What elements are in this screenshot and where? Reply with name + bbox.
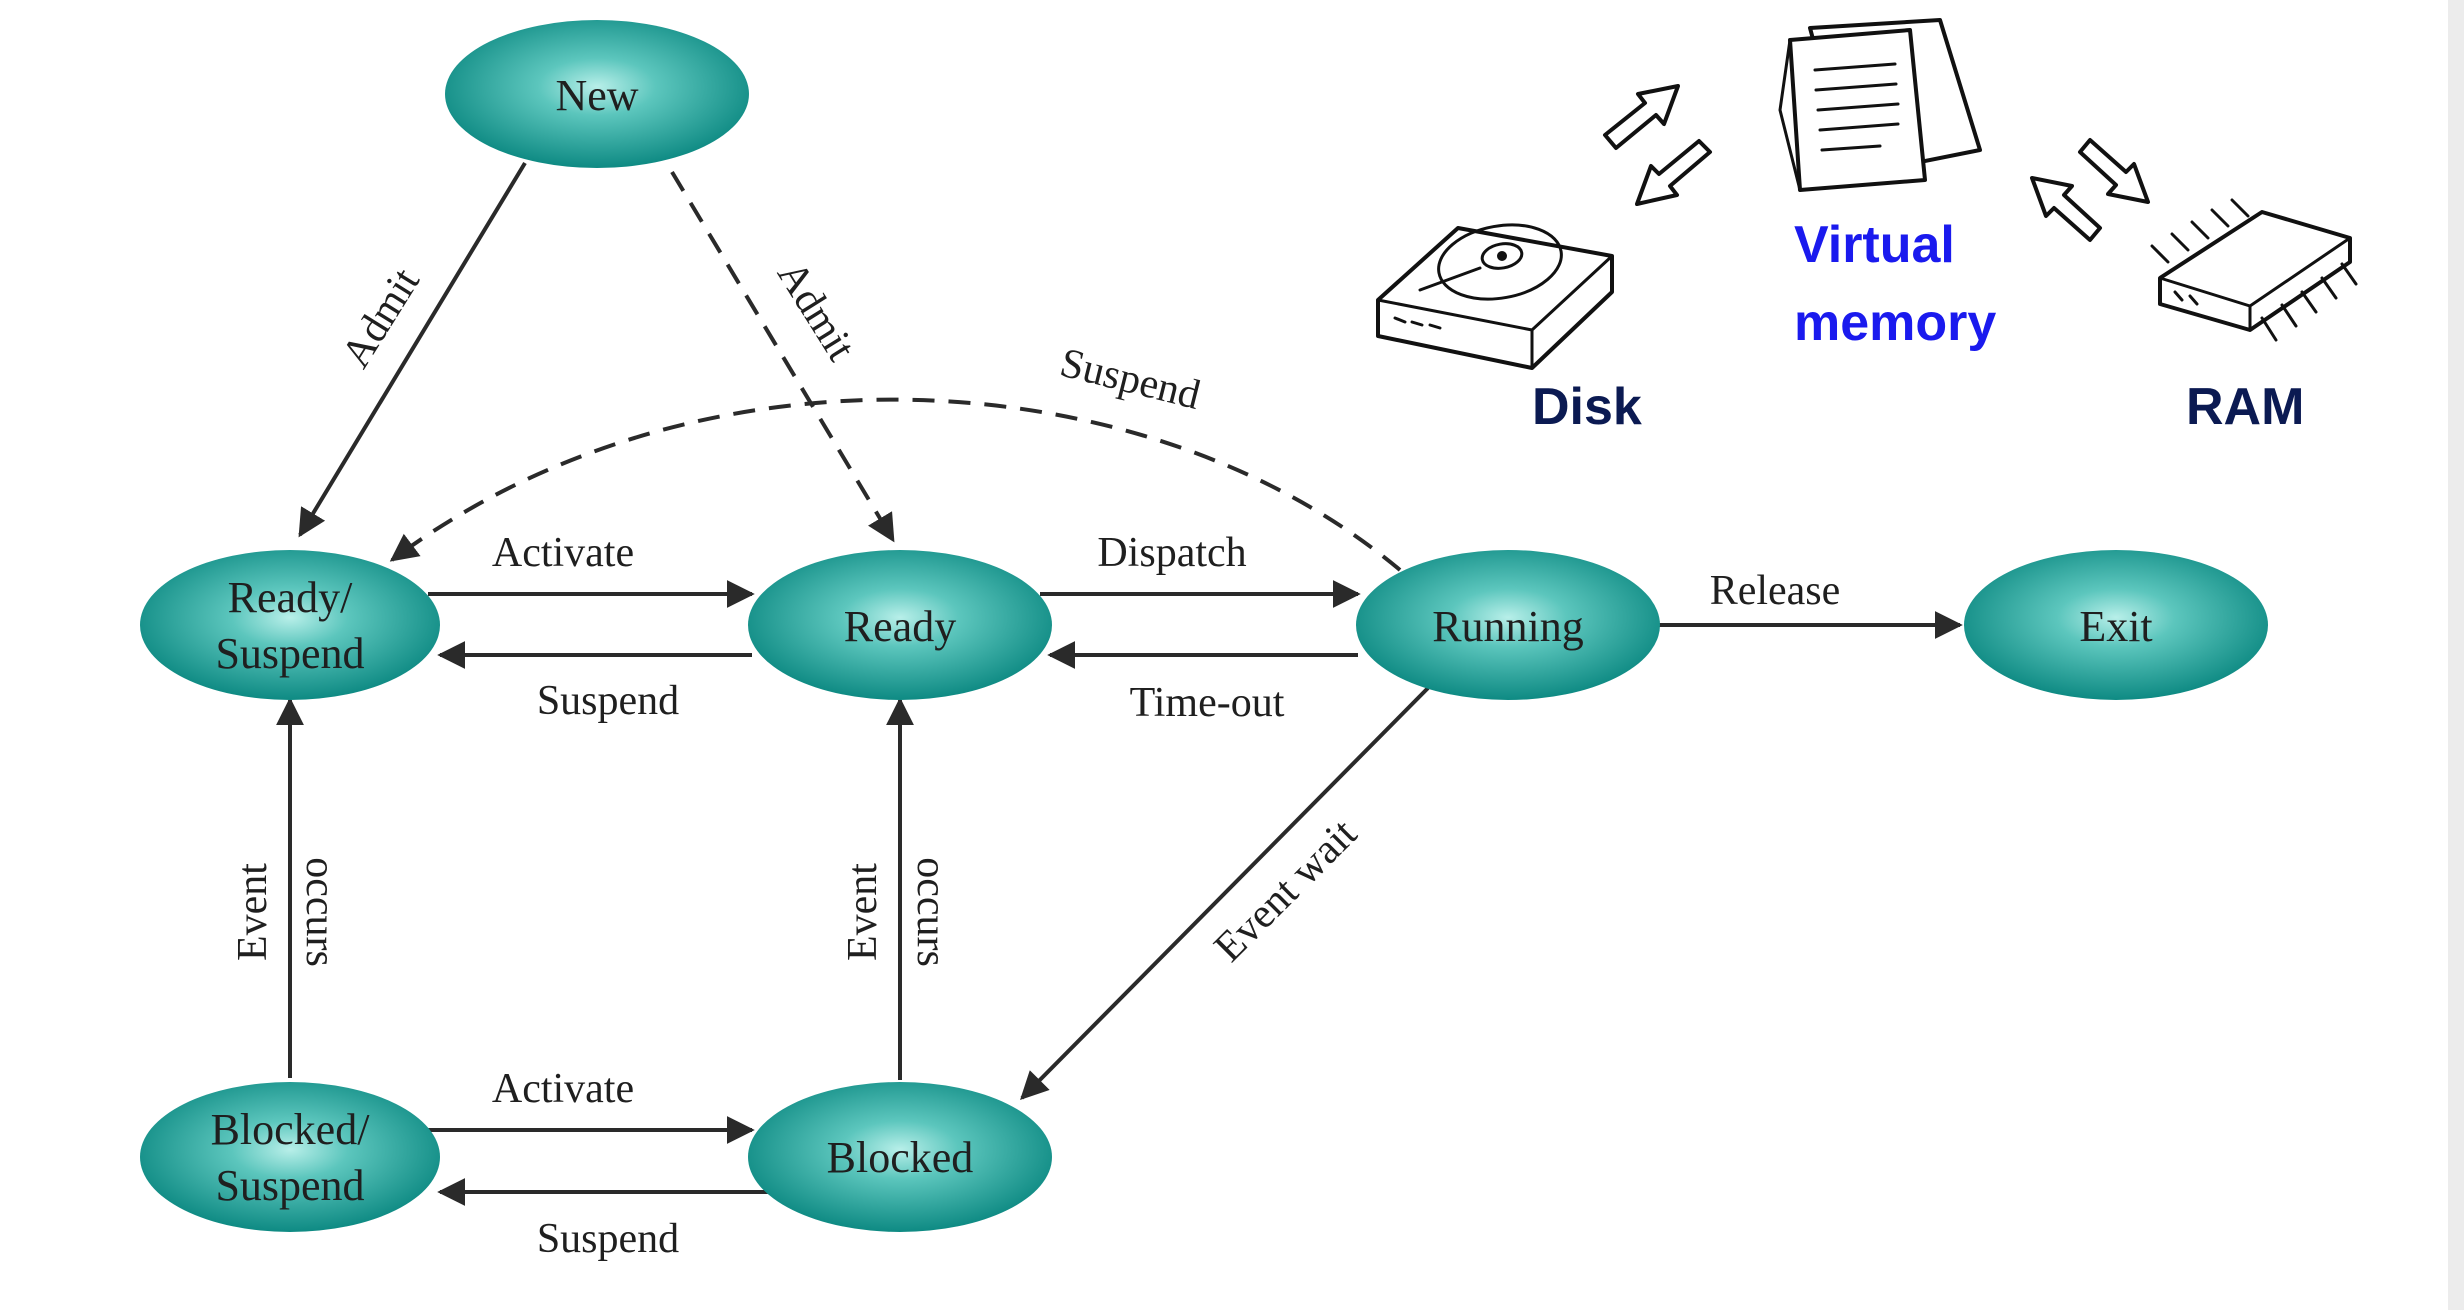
state-new-label: New [555, 71, 638, 120]
hard-disk-icon [1376, 223, 1614, 370]
disk-label: Disk [1532, 378, 1642, 436]
right-edge-bar [2448, 0, 2464, 1310]
state-ready-suspend-line2: Suspend [215, 629, 364, 678]
ram-label: RAM [2186, 378, 2304, 436]
label-event-mid: Event [840, 863, 886, 961]
arrow-event-wait [1020, 686, 1430, 1100]
label-timeout: Time-out [1130, 680, 1285, 726]
state-blocked-suspend-line1: Blocked/ [211, 1105, 371, 1154]
label-suspend-top: Suspend [537, 678, 679, 724]
disk-vm-arrows-icon [1603, 84, 1712, 206]
label-dispatch: Dispatch [1097, 530, 1246, 576]
label-admit-left: Admit [333, 260, 429, 376]
label-occurs-mid: occurs [908, 857, 954, 967]
ram-chip-icon [2150, 198, 2358, 342]
label-release: Release [1710, 568, 1841, 614]
state-running-label: Running [1432, 602, 1584, 651]
state-running: Running [1356, 550, 1660, 700]
state-ready: Ready [748, 550, 1052, 700]
document-icon [1778, 18, 1982, 192]
label-occurs-left: occurs [297, 857, 343, 967]
transition-arrows [276, 161, 1963, 1206]
state-blocked: Blocked [748, 1082, 1052, 1232]
arrow-new-to-ready-suspend [298, 161, 527, 538]
label-suspend-running: Suspend [1056, 340, 1205, 419]
state-ready-suspend-line1: Ready/ [228, 573, 353, 622]
state-ready-label: Ready [844, 602, 956, 651]
label-activate-top: Activate [492, 530, 634, 576]
state-new: New [445, 20, 749, 168]
state-exit-label: Exit [2079, 602, 2152, 651]
virtual-memory-graphic: Disk Virtual memory RAM [1376, 18, 2358, 436]
state-blocked-suspend-line2: Suspend [215, 1161, 364, 1210]
state-blocked-suspend: Blocked/ Suspend [140, 1082, 440, 1232]
vm-ram-arrows-icon [2030, 138, 2150, 242]
arrow-running-to-ready-suspend-dashed [389, 397, 1402, 572]
label-admit-right: Admit [768, 253, 864, 369]
state-blocked-label: Blocked [827, 1133, 974, 1182]
state-ready-suspend: Ready/ Suspend [140, 550, 440, 700]
arrow-new-to-ready-dashed [670, 170, 895, 543]
label-activate-bottom: Activate [492, 1066, 634, 1112]
label-event-left: Event [230, 863, 276, 961]
virtual-memory-label-line1: Virtual [1794, 216, 1955, 274]
label-suspend-bottom: Suspend [537, 1216, 679, 1262]
virtual-memory-label-line2: memory [1794, 294, 1996, 352]
state-exit: Exit [1964, 550, 2268, 700]
